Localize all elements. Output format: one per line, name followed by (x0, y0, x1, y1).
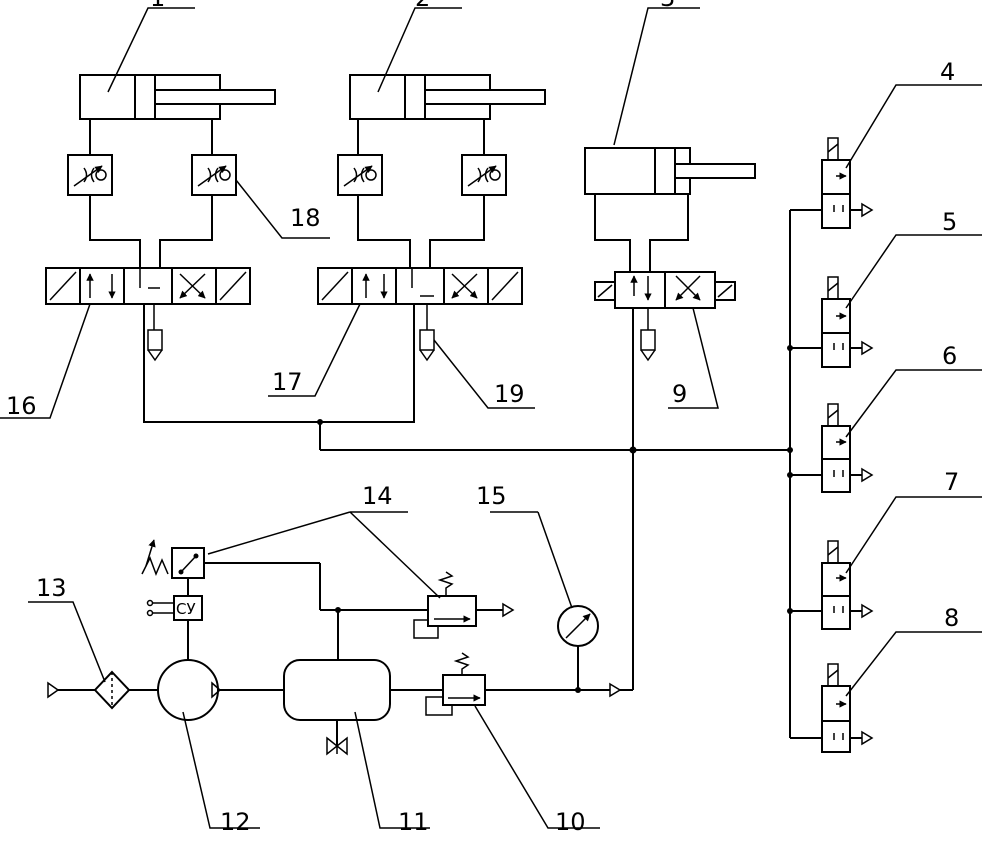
label-3: 3 (660, 0, 675, 12)
label-11: 11 (398, 808, 429, 836)
label-9: 9 (672, 380, 687, 408)
label-19: 19 (494, 380, 525, 408)
label-14: 14 (362, 482, 393, 510)
directional-valve-17 (317, 267, 523, 305)
throttle-check-valve-1a (67, 154, 113, 196)
safety-valve (413, 571, 515, 639)
label-16: 16 (6, 392, 37, 420)
inlet-arrow (47, 681, 60, 699)
silencer-16 (147, 304, 163, 362)
cylinder-3 (584, 147, 756, 195)
solenoid-valve-6 (790, 403, 874, 493)
receiver-11 (283, 659, 391, 756)
pressure-switch-14 (141, 539, 205, 579)
silencer-9 (640, 308, 656, 362)
label-15: 15 (476, 482, 507, 510)
solenoid-valve-8 (790, 663, 874, 753)
leaders (0, 7, 982, 829)
cylinder-1 (79, 74, 276, 120)
solenoid-valve-4 (790, 137, 874, 229)
label-4: 4 (940, 58, 955, 86)
throttle-check-valve-18 (191, 154, 237, 196)
label-6: 6 (942, 342, 957, 370)
cylinder-2 (349, 74, 546, 120)
pressure-regulator-10 (425, 652, 486, 716)
directional-valve-9 (594, 271, 736, 309)
silencer-19 (419, 304, 435, 362)
label-numbers: 1 2 3 4 5 6 7 8 9 10 11 12 13 14 15 16 1… (6, 0, 959, 836)
control-unit-label: СУ (176, 600, 196, 618)
directional-valve-16 (45, 267, 251, 305)
label-17: 17 (272, 368, 303, 396)
label-12: 12 (220, 808, 251, 836)
throttle-check-valve-2a (337, 154, 383, 196)
throttle-check-valve-2b (461, 154, 507, 196)
label-13: 13 (36, 574, 67, 602)
label-8: 8 (944, 604, 959, 632)
label-18: 18 (290, 204, 321, 232)
label-5: 5 (942, 208, 957, 236)
solenoid-valve-7 (790, 540, 874, 630)
label-7: 7 (944, 468, 959, 496)
filter-13 (93, 670, 131, 710)
solenoid-valve-5 (790, 276, 874, 368)
label-1: 1 (150, 0, 165, 12)
label-2: 2 (415, 0, 430, 12)
control-unit: СУ (146, 595, 203, 621)
compressor-12 (157, 659, 222, 721)
pressure-gauge-15 (557, 605, 599, 693)
label-10: 10 (555, 808, 586, 836)
